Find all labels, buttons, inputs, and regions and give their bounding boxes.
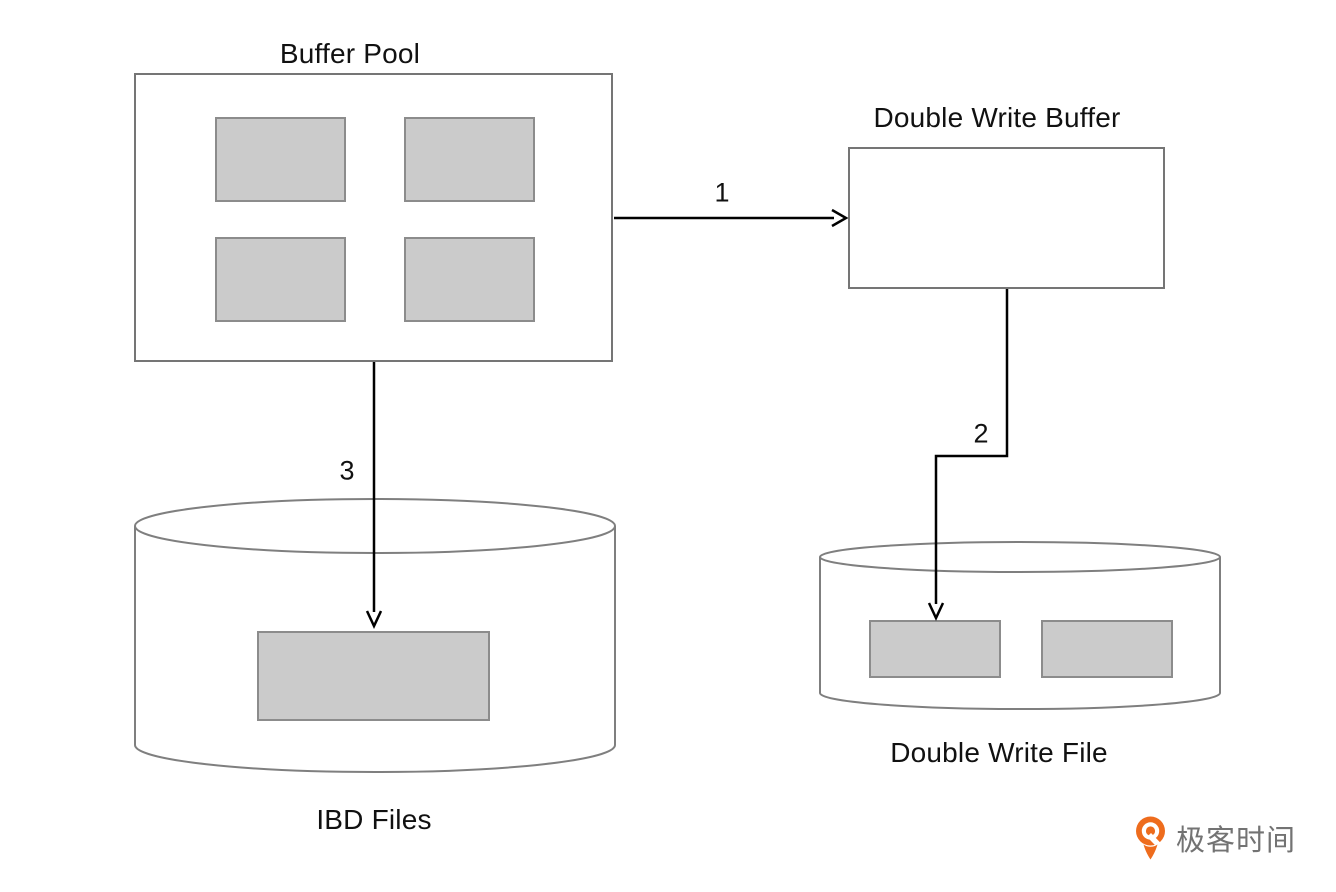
- geektime-logo-text: 极客时间: [1176, 825, 1297, 857]
- ibd-files-page: [257, 631, 490, 721]
- buffer-pool-page: [404, 117, 535, 202]
- double-write-file-page: [1041, 620, 1173, 678]
- buffer-pool-page: [215, 237, 346, 322]
- buffer-pool-box: [134, 73, 613, 362]
- buffer-pool-page: [215, 117, 346, 202]
- double-write-file-title: Double Write File: [890, 737, 1108, 768]
- double-write-file-page: [869, 620, 1001, 678]
- geektime-logo: 极客时间: [1134, 814, 1296, 862]
- geektime-logo-icon: [1136, 816, 1165, 860]
- double-write-buffer-title: Double Write Buffer: [873, 102, 1121, 133]
- buffer-pool-page: [404, 237, 535, 322]
- buffer-pool-title: Buffer Pool: [279, 38, 421, 69]
- arrow-1-buffer-pool-to-double-write-buffer: [614, 208, 849, 228]
- arrow-2-label: 2: [973, 418, 989, 449]
- double-write-buffer-box: [848, 147, 1165, 289]
- ibd-files-title: IBD Files: [316, 804, 432, 835]
- arrow-1-label: 1: [714, 177, 730, 208]
- arrow-3-label: 3: [339, 455, 355, 486]
